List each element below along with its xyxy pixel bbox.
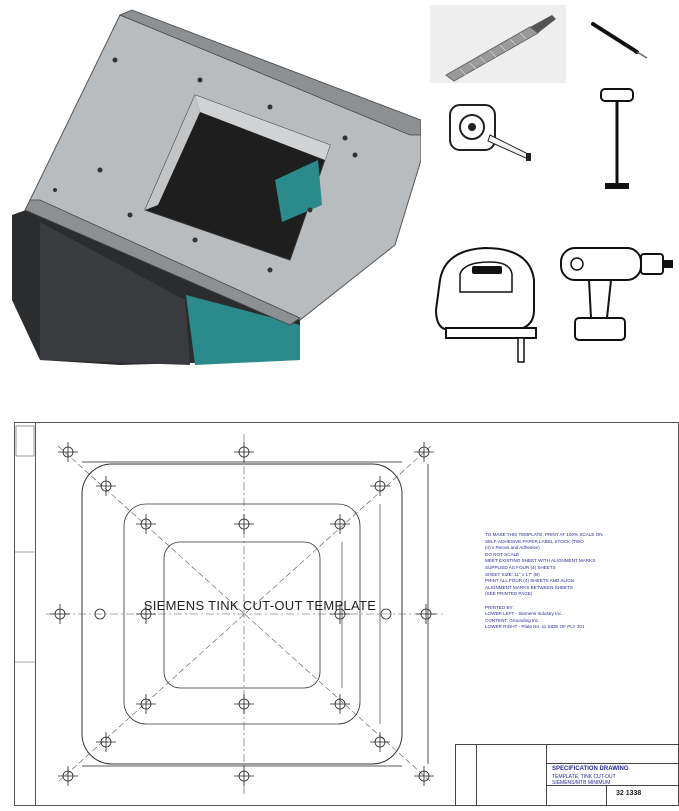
mounting-hole [97, 167, 103, 173]
tape-measure-tool [440, 95, 540, 170]
spec-line: SHEET SIZE: 11" x 17" (B) [485, 571, 540, 577]
enclosure-cad-render [0, 0, 422, 365]
hole-marker [136, 604, 156, 624]
awl-tool [585, 18, 655, 63]
spec-line: MEET EXISTING SHEET WITH ALIGNMENT MARKS [485, 558, 596, 564]
ball-peen-hammer-icon [600, 88, 634, 189]
hole-marker [330, 604, 350, 624]
title-block-divider [546, 745, 547, 805]
hole-marker [58, 766, 78, 786]
spec-line: CONTENT: Grounding Inc. [485, 617, 540, 623]
title-block-divider [546, 763, 678, 764]
mounting-hole [197, 77, 203, 83]
jigsaw-tool [430, 240, 545, 365]
hole-marker [234, 694, 254, 714]
hole-marker [416, 604, 436, 624]
hole-marker [234, 766, 254, 786]
hole-marker [96, 476, 116, 496]
spec-line: (4) x Pieces and Adhesive) [485, 545, 540, 551]
middle-outline [123, 503, 361, 725]
spec-line: (SEE PRINTED PAGE) [485, 591, 533, 597]
drawing-number: 32 1338 [616, 790, 642, 797]
spec-line: LOWER RIGHT - Plate No. 11 SIDE OF PLY 2… [485, 624, 585, 630]
hole-marker [136, 694, 156, 714]
hole-marker [414, 766, 434, 786]
hole-marker [58, 442, 78, 462]
hole-marker [330, 694, 350, 714]
teal-bracket [275, 160, 322, 222]
enclosure-rail-left [24, 199, 301, 326]
template-geometry-svg [46, 434, 446, 794]
mounting-hole [307, 207, 313, 213]
specification-notes: TO MAKE THIS TEMPLATE, PRINT AT 100% SCA… [485, 532, 670, 631]
teal-lower-panel [186, 295, 300, 365]
spec-line: SELF-ADHESIVE PAPER LABEL STOCK (TWO [485, 538, 584, 544]
drill-tool [555, 238, 675, 348]
spec-line: LOWER LEFT - Siemens Industry Inc. [485, 611, 563, 617]
mounting-hole [342, 135, 348, 141]
awl-icon [591, 22, 648, 59]
hole-marker [330, 514, 350, 534]
title-block-subheading-2: SIEMENS/MTB MINIMUM [552, 780, 611, 786]
revision-strip-svg [14, 425, 36, 663]
diagonal-line [57, 445, 432, 783]
enclosure-render-svg [12, 9, 422, 365]
mounting-hole [267, 267, 273, 273]
cordless-drill-icon [560, 247, 673, 341]
jigsaw-icon [434, 246, 537, 363]
hole-marker [94, 608, 106, 620]
title-block-divider [606, 785, 607, 805]
hole-marker [234, 442, 254, 462]
mounting-hole [53, 188, 57, 192]
hole-marker [50, 604, 70, 624]
flat-file-icon [445, 15, 556, 82]
cutout-template-drawing: SIEMENS TINK CUT-OUT TEMPLATE TO MAKE TH… [0, 414, 679, 807]
flat-file-tool [430, 5, 566, 83]
mounting-hole [352, 152, 358, 158]
cavity-inner-wall-left [145, 95, 200, 210]
tape-measure-icon [449, 104, 531, 161]
spec-line [485, 598, 670, 605]
diagonal-line [57, 445, 432, 783]
spec-line: PRINT ALL FOUR (4) SHEETS AND ALIGN [485, 578, 575, 584]
title-block-heading: SPECIFICATION DRAWING [552, 766, 629, 772]
enclosure-side-face [40, 222, 190, 365]
hole-marker [370, 732, 390, 752]
inner-cutout [163, 541, 321, 689]
drawing-title-block: SPECIFICATION DRAWING TEMPLATE, TINK CUT… [455, 744, 679, 806]
hole-marker [96, 732, 116, 752]
hammer-tool [595, 85, 645, 197]
mounting-hole [192, 237, 198, 243]
title-block-divider [476, 745, 477, 805]
hole-marker [414, 442, 434, 462]
spec-line: ALIGNMENT MARKS BETWEEN SHEETS [485, 584, 573, 590]
mounting-holes [53, 57, 358, 273]
mounting-hole [112, 57, 118, 63]
hole-marker [136, 514, 156, 534]
title-block-subheading: TEMPLATE, TINK CUT-OUT [552, 774, 616, 780]
spec-line: TO MAKE THIS TEMPLATE, PRINT AT 100% SCA… [485, 532, 603, 537]
hole-marker [234, 514, 254, 534]
mounting-hole [127, 212, 133, 218]
hole-marker [370, 476, 390, 496]
mounting-hole [267, 104, 273, 110]
drawing-revision-strip [14, 422, 36, 806]
spec-line: PRINTED BY: [485, 604, 514, 610]
cavity-inner-wall-top [195, 95, 330, 160]
template-title: SIEMENS TINK CUT-OUT TEMPLATE [143, 598, 377, 613]
spec-line: SUPPLIED AS FOUR (4) SHEETS [485, 564, 556, 570]
hole-marker [380, 608, 392, 620]
spec-line: DO NOT SCALE [485, 551, 520, 557]
title-block-divider [546, 785, 678, 786]
